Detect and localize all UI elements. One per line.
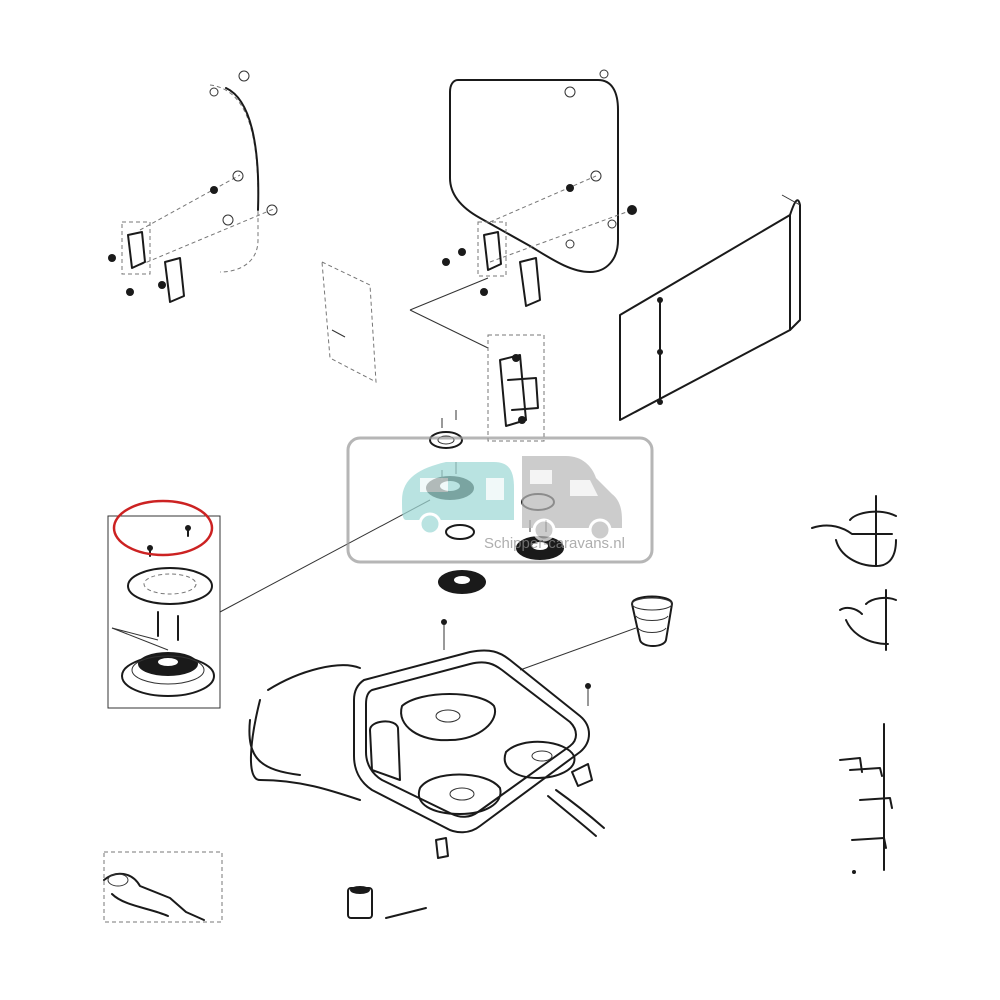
hinge-detail-inset [409,277,545,442]
dashed-panel-part [321,261,377,383]
caravan-icon [402,462,514,520]
burner-detail-inset [107,499,431,709]
hob-tray [248,619,605,859]
bottom-nozzle-part [347,886,427,919]
watermark: Schipper-caravans.nl [346,436,654,564]
control-knob [631,595,673,647]
watermark-text: Schipper-caravans.nl [484,535,625,552]
watermark-frame [346,436,654,564]
side-wind-screen [619,194,801,421]
left-glass-lid-assembly [108,70,278,303]
red-highlight-circle [112,499,214,557]
right-burner-profiles [811,495,897,874]
center-glass-lid-assembly [442,69,637,307]
bottom-valve-inset [103,851,223,923]
